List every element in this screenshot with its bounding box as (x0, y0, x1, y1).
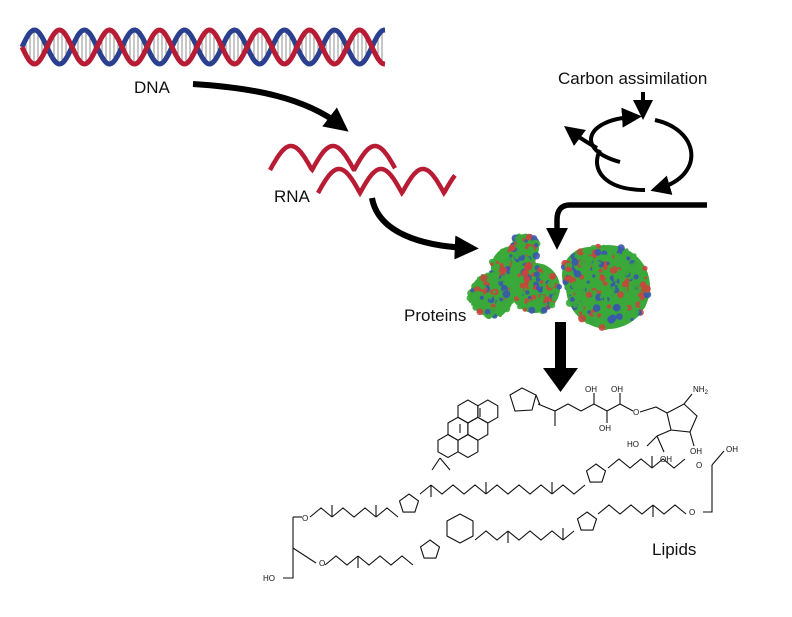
ether-oxygen-3: O (696, 461, 702, 470)
cycle-arc-right (650, 118, 694, 195)
chain-segment (324, 555, 414, 568)
ho-group-1: HO (627, 440, 639, 449)
sterol-hexagon (457, 399, 479, 424)
isoprenoid-chain-lower (324, 504, 687, 568)
oh-group-6: OH (726, 445, 738, 454)
oh-group-4: OH (690, 447, 702, 456)
cyclopentane-rings (398, 463, 607, 559)
glycerol-backbones (283, 450, 725, 579)
ether-oxygen-2: O (319, 559, 325, 568)
cyclopentane (419, 539, 441, 559)
ether-oxygen: O (633, 408, 639, 417)
sterol-side-chain (537, 393, 668, 426)
cyclopentane (576, 511, 598, 531)
methyl-groups (431, 394, 541, 471)
cyclopentane-ring (646, 393, 698, 453)
dna-helix (19, 27, 386, 67)
cycle-arc-top (589, 107, 642, 164)
cycle-branch-out-arrow (563, 126, 598, 150)
dna-strand-blue (19, 27, 386, 67)
carbon-assimilation-label: Carbon assimilation (558, 69, 707, 88)
oh-group-2: OH (611, 385, 623, 394)
dna-strand-red (19, 27, 386, 67)
isoprenoid-chain-upper (309, 456, 686, 518)
sterol-hexagon (477, 399, 499, 424)
rna-strand-top (268, 143, 397, 174)
dna-to-rna-arrow (192, 81, 349, 132)
proteins-to-lipids-arrow (543, 322, 578, 392)
ether-oxygen-4: O (689, 508, 695, 517)
sterol-ring-system (431, 387, 541, 471)
proteins-label: Proteins (404, 306, 466, 325)
cycle-arc-bottom (595, 149, 646, 192)
rna-strands (268, 143, 457, 198)
chain-segment (309, 505, 399, 518)
cyclohexane-ring (446, 513, 474, 544)
rna-to-proteins-arrow (369, 197, 479, 260)
protein-domain (466, 272, 517, 319)
oh-group-5: OH (660, 455, 672, 464)
lipid-molecule-hopanoid: OH OH OH O NH2 OH HO OH (431, 385, 709, 471)
cycle-to-proteins-arrow (546, 202, 707, 250)
chain-segment (597, 504, 687, 517)
protein-domain (508, 233, 541, 264)
lipid-molecule-tetraether: O O HO O O OH (263, 445, 738, 583)
chain-segment (419, 482, 586, 497)
protein-domain (560, 247, 621, 305)
dna-label: DNA (134, 78, 171, 97)
cyclopentane (585, 463, 607, 483)
rna-label: RNA (274, 187, 311, 206)
chain-segment (607, 456, 686, 469)
rna-strand-bottom (316, 166, 457, 198)
oh-group-1: OH (585, 385, 597, 394)
protein-structures (466, 233, 652, 331)
carbon-cycle (546, 92, 707, 250)
ether-oxygen-1: O (302, 514, 308, 523)
sterol-pentagon (509, 387, 537, 412)
chain-segment (474, 528, 575, 543)
amine-group: NH2 (693, 385, 709, 396)
lipids-label: Lipids (652, 540, 696, 559)
protein-domain (508, 262, 562, 315)
ho-group-2: HO (263, 574, 275, 583)
oh-group-3: OH (599, 424, 611, 433)
cyclopentane (398, 493, 420, 513)
